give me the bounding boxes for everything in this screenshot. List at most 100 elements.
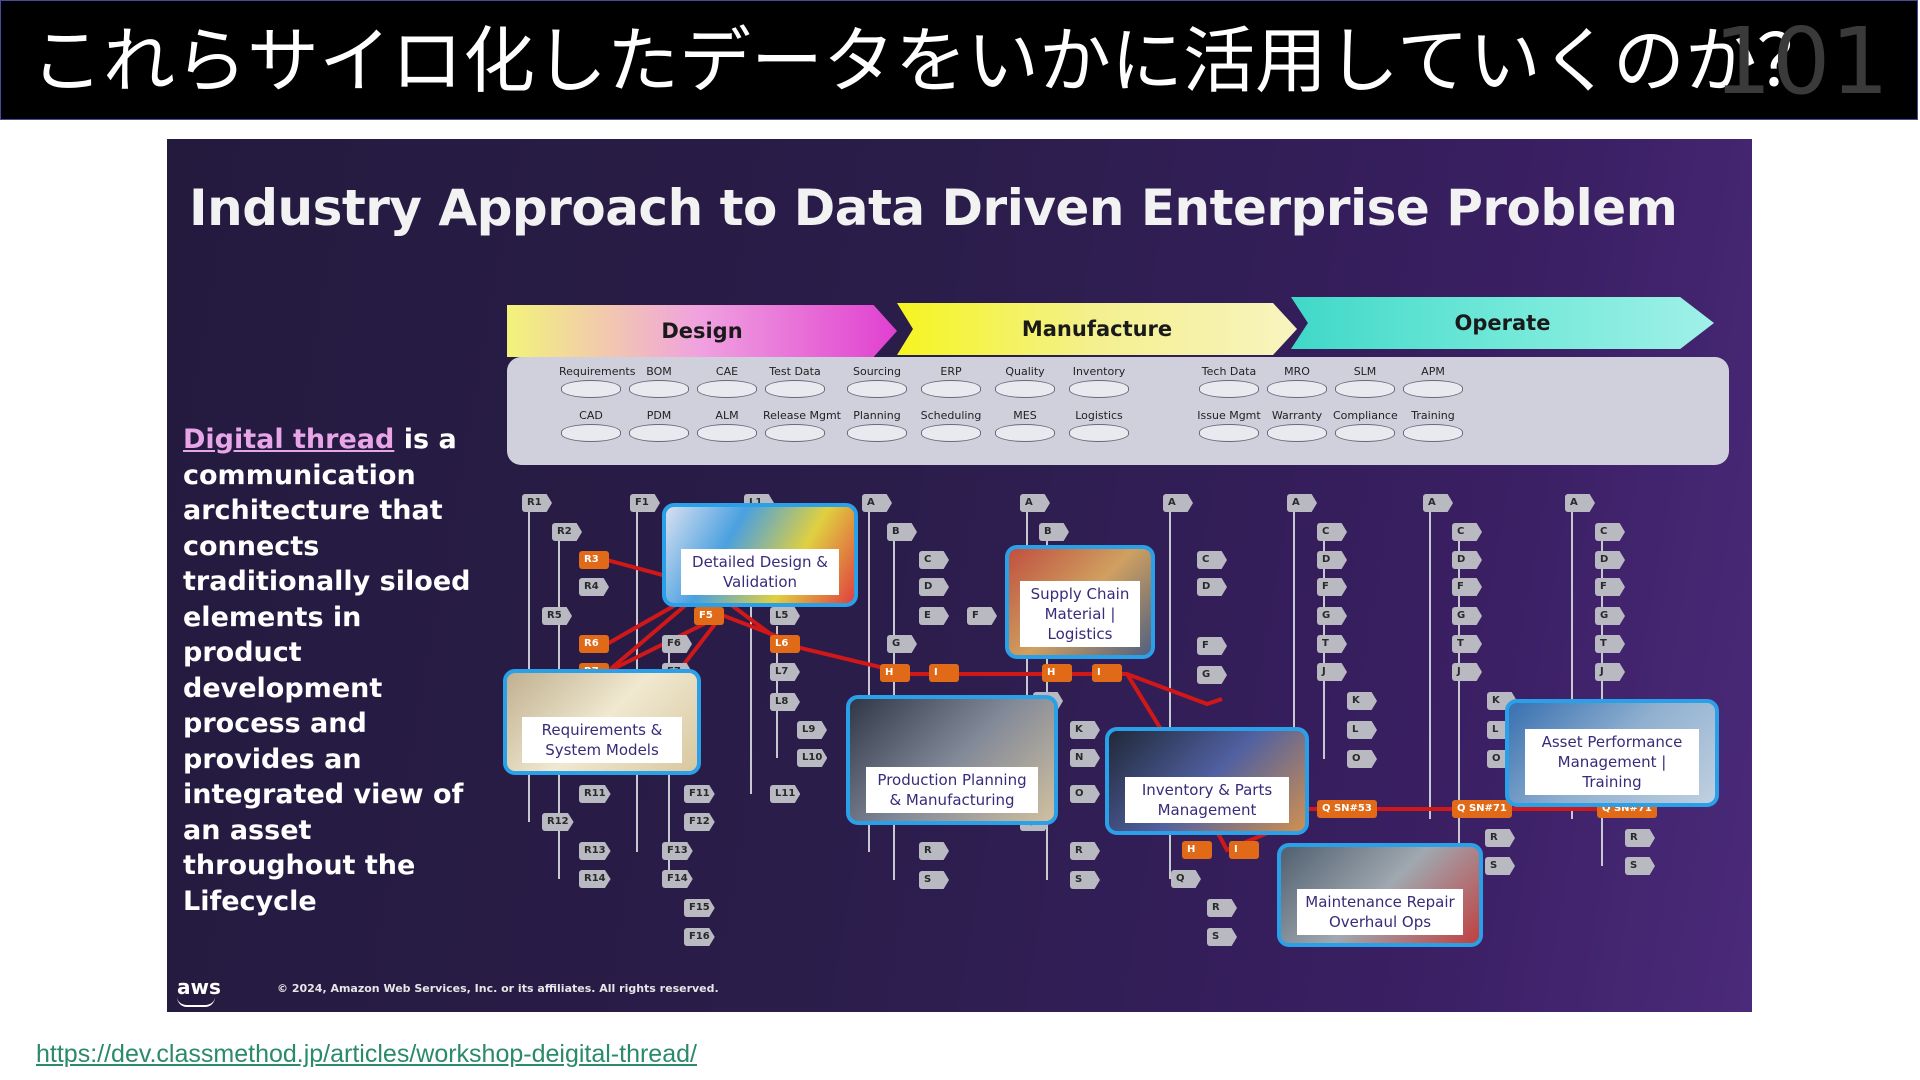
phase-operate: Operate (1291, 297, 1714, 349)
node-tag: D (1452, 551, 1482, 569)
linked-node-tag: H (1182, 841, 1212, 859)
node-tag: S (919, 871, 949, 889)
system-label: BOM (646, 365, 672, 378)
node-tag: T (1452, 635, 1482, 653)
linked-node-tag: H (1042, 664, 1072, 682)
node-tag: O (1347, 750, 1377, 768)
node-tag: C (919, 551, 949, 569)
database-icon (1069, 424, 1129, 442)
node-tag: S (1625, 857, 1655, 875)
linked-node-tag: F5 (694, 607, 724, 625)
callout-label: Supply Chain Material | Logistics (1020, 581, 1140, 647)
database-icon (995, 380, 1055, 398)
system-label: PDM (646, 409, 672, 422)
database-icon (995, 424, 1055, 442)
aws-smile-icon (177, 997, 215, 1007)
system-database: Release Mgmt (763, 409, 841, 442)
database-icon (1199, 380, 1259, 398)
database-icon (697, 380, 757, 398)
linked-node-tag: I (1092, 664, 1122, 682)
node-tag: R12 (542, 813, 574, 831)
node-tag: F13 (662, 842, 693, 860)
node-tag: F12 (684, 813, 715, 831)
linked-node-tag: I (929, 664, 959, 682)
node-tag: R (1625, 829, 1655, 847)
system-label: Inventory (1072, 365, 1126, 378)
system-database: Scheduling (919, 409, 983, 442)
system-label: Test Data (769, 365, 821, 378)
node-tag: L7 (770, 663, 800, 681)
node-tag: L9 (797, 721, 827, 739)
database-icon (765, 380, 825, 398)
database-icon (629, 380, 689, 398)
system-database: Sourcing (845, 365, 909, 398)
system-label: MRO (1284, 365, 1310, 378)
node-tag: R (919, 842, 949, 860)
node-tag: O (1070, 785, 1100, 803)
system-label: Training (1411, 409, 1455, 422)
database-icon (1267, 424, 1327, 442)
digital-thread-highlight: Digital thread (183, 424, 395, 455)
node-tag: R4 (579, 578, 609, 596)
node-tag: R (1207, 899, 1237, 917)
phase-manufacture: Manufacture (897, 303, 1297, 355)
node-tag: A (1287, 494, 1317, 512)
callout-detailed-design: Detailed Design & Validation (662, 503, 858, 607)
page-number: 101 (1713, 8, 1889, 115)
node-tag: G (1197, 666, 1227, 684)
database-icon (1403, 424, 1463, 442)
callout-label: Requirements & System Models (522, 717, 682, 763)
callout-label: Detailed Design & Validation (681, 549, 839, 595)
database-icon (921, 380, 981, 398)
system-database: Issue Mgmt (1197, 409, 1261, 442)
database-icon (1403, 380, 1463, 398)
node-tag: F16 (684, 928, 715, 946)
node-tag: J (1595, 663, 1625, 681)
system-database: Logistics (1067, 409, 1131, 442)
database-icon (629, 424, 689, 442)
node-tag: J (1317, 663, 1347, 681)
page-title: これらサイロ化したデータをいかに活用していくのか？ (31, 19, 1829, 103)
database-icon (1335, 380, 1395, 398)
phase-operate-label: Operate (1454, 311, 1551, 335)
node-tag: G (1317, 607, 1347, 625)
node-tag: G (1595, 607, 1625, 625)
node-tag: Q (1171, 870, 1201, 888)
description-text: is a communication architecture that con… (183, 424, 471, 917)
copyright: © 2024, Amazon Web Services, Inc. or its… (277, 982, 719, 995)
callout-label: Inventory & Parts Management (1124, 777, 1290, 823)
system-database: Inventory (1067, 365, 1131, 398)
database-icon (1267, 380, 1327, 398)
database-icon (561, 380, 621, 398)
system-database: SLM (1333, 365, 1397, 398)
system-label: ERP (940, 365, 962, 378)
node-tag: F15 (684, 899, 715, 917)
node-tag: K (1070, 721, 1100, 739)
node-tag: A (1565, 494, 1595, 512)
node-tag: A (1163, 494, 1193, 512)
source-link[interactable]: https://dev.classmethod.jp/articles/work… (36, 1040, 697, 1068)
callout-production-planning: Production Planning & Manufacturing (846, 695, 1058, 825)
linked-node-tag: R6 (579, 635, 609, 653)
node-tag: L5 (770, 607, 800, 625)
system-label: Release Mgmt (763, 409, 841, 422)
node-tag: S (1207, 928, 1237, 946)
aws-logo: aws (177, 975, 221, 999)
database-icon (765, 424, 825, 442)
callout-label: Maintenance Repair Overhaul Ops (1296, 889, 1464, 935)
callout-inventory: Inventory & Parts Management (1105, 727, 1309, 835)
node-tag: F11 (684, 785, 715, 803)
system-label: CAD (579, 409, 603, 422)
linked-node-tag: I (1229, 841, 1259, 859)
system-label: APM (1421, 365, 1445, 378)
node-tag: A (1020, 494, 1050, 512)
node-tag: J (1452, 663, 1482, 681)
system-database: Compliance (1333, 409, 1398, 442)
digital-thread-description: Digital thread is a communication archit… (183, 422, 483, 919)
system-label: Planning (853, 409, 901, 422)
node-tag: F (1197, 637, 1227, 655)
node-tag: L (1347, 721, 1377, 739)
callout-label: Asset Performance Management | Training (1525, 729, 1699, 795)
node-tag: K (1347, 692, 1377, 710)
node-tag: L11 (770, 785, 801, 803)
